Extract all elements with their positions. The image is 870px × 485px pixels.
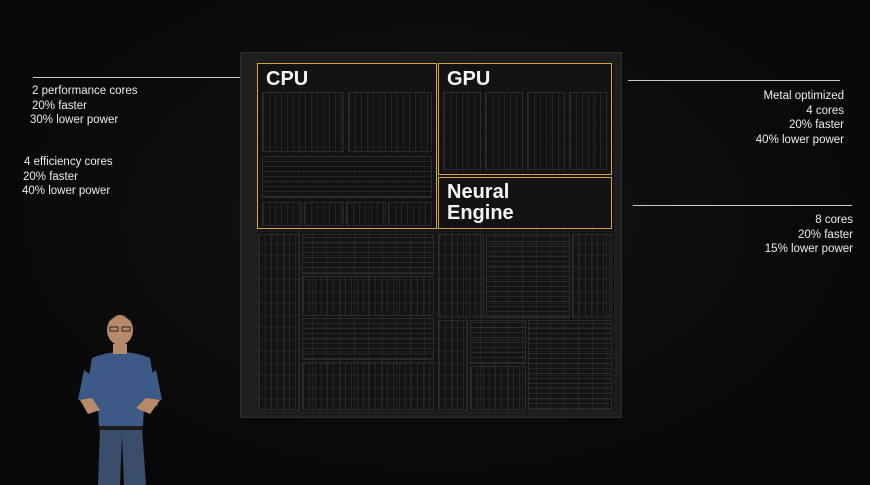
note-line: 20% faster (798, 228, 853, 241)
die-region (302, 276, 434, 316)
cpu-core (348, 92, 432, 152)
neural-engine-leader-line (633, 205, 852, 206)
gpu-core (569, 92, 607, 170)
gpu-core (485, 92, 523, 170)
gpu-block: GPU (438, 63, 612, 175)
presenter-figure (78, 315, 162, 485)
die-region (302, 362, 434, 410)
efficiency-cores-note: 4 efficiency cores 20% faster 40% lower … (22, 155, 113, 199)
die-region (486, 234, 570, 318)
neural-engine-block: Neural Engine (438, 177, 612, 229)
cpu-core (262, 202, 302, 226)
die-region (258, 234, 300, 410)
cpu-block: CPU (257, 63, 437, 229)
cpu-label: CPU (266, 68, 309, 90)
die-region (470, 320, 526, 364)
gpu-note: Metal optimized 4 cores 20% faster 40% l… (756, 89, 844, 147)
gpu-core (527, 92, 565, 170)
gpu-core (443, 92, 481, 170)
note-line: 20% faster (23, 170, 78, 183)
note-line: 40% lower power (755, 133, 844, 146)
note-line: 20% faster (32, 99, 87, 112)
cpu-core (304, 202, 344, 226)
note-line: Metal optimized (763, 90, 844, 102)
note-line: 30% lower power (30, 114, 119, 126)
die-region (528, 320, 612, 410)
cpu-core (262, 156, 432, 198)
cpu-core (346, 202, 386, 226)
die-region (438, 234, 484, 318)
gpu-label: GPU (447, 68, 491, 90)
note-line: 4 cores (806, 104, 844, 117)
note-line: 8 cores (815, 214, 853, 226)
note-line: 4 efficiency cores (24, 156, 113, 168)
die-region (302, 318, 434, 360)
note-line: 40% lower power (22, 185, 111, 197)
neural-engine-note: 8 cores 20% faster 15% lower power (765, 213, 853, 257)
performance-cores-note: 2 performance cores 20% faster 30% lower… (30, 84, 138, 128)
note-line: 15% lower power (764, 243, 853, 255)
neural-engine-label-line: Engine (447, 202, 514, 224)
die-region (470, 366, 526, 410)
die-region (572, 234, 612, 318)
neural-engine-label-line: Neural (447, 181, 510, 203)
die-region (438, 320, 468, 410)
gpu-leader-line (628, 80, 840, 81)
cpu-core (388, 202, 432, 226)
performance-leader-line (33, 77, 246, 78)
cpu-core (262, 92, 344, 152)
die-region (302, 234, 434, 274)
note-line: 20% faster (789, 119, 844, 131)
note-line: 2 performance cores (32, 85, 138, 97)
neural-engine-label: Neural Engine (447, 182, 514, 224)
